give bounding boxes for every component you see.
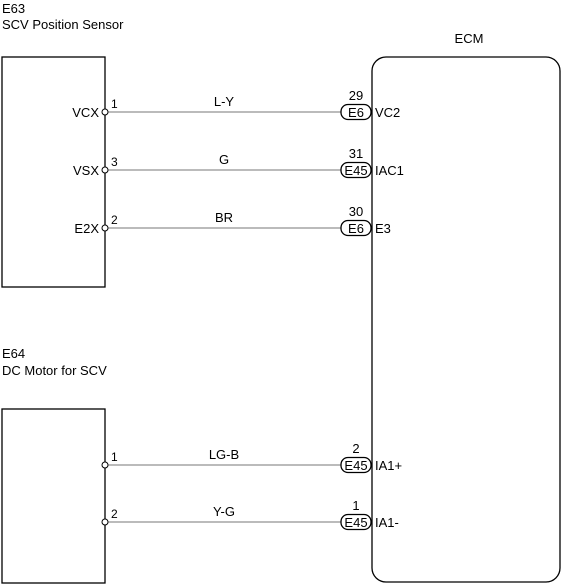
ecm-pin-number: 29	[349, 88, 363, 103]
wire-color-label: Y-G	[213, 504, 235, 519]
connector-code: E45	[344, 163, 367, 178]
ecm-label: ECM	[455, 31, 484, 46]
connector-code: E45	[344, 515, 367, 530]
wire-color-label: LG-B	[209, 447, 239, 462]
ecm-box	[371, 56, 561, 583]
pin-terminal-icon	[101, 461, 109, 469]
pin-terminal-icon	[101, 166, 109, 174]
connector-shape	[340, 161, 372, 179]
ecm-pin-number: 30	[349, 204, 363, 219]
component-pin-name: E2X	[74, 221, 99, 236]
connector-shape	[340, 513, 372, 531]
ecm-terminal-name: E3	[375, 221, 391, 236]
component-pin-number: 1	[111, 450, 118, 464]
pin-terminal-icon	[101, 108, 109, 116]
scv-position-sensor-box	[1, 56, 106, 288]
wire-color-label: L-Y	[214, 94, 235, 109]
component-pin-name: VSX	[73, 163, 99, 178]
wire-color-label: BR	[215, 210, 233, 225]
ecm-pin-number: 2	[352, 441, 359, 456]
ecm-terminal-name: IAC1	[375, 163, 404, 178]
component-pin-number: 2	[111, 213, 118, 227]
dc-motor-box	[1, 408, 106, 584]
wire-color-label: G	[219, 152, 229, 167]
pin-terminal-icon	[101, 518, 109, 526]
connector-code: E6	[348, 221, 364, 236]
connector-code: E45	[344, 458, 367, 473]
component-pin-number: 3	[111, 155, 118, 169]
pin-terminal-icon	[101, 224, 109, 232]
e64-name: DC Motor for SCV	[2, 363, 107, 378]
e63-code: E63	[2, 1, 25, 16]
connector-shape	[340, 219, 372, 237]
ecm-terminal-name: VC2	[375, 105, 400, 120]
ecm-terminal-name: IA1-	[375, 515, 399, 530]
connector-shape	[340, 103, 372, 121]
connector-code: E6	[348, 105, 364, 120]
connector-shape	[340, 456, 372, 474]
component-pin-number: 1	[111, 97, 118, 111]
e64-code: E64	[2, 346, 25, 361]
component-pin-name: VCX	[72, 105, 99, 120]
ecm-terminal-name: IA1+	[375, 458, 402, 473]
ecm-pin-number: 31	[349, 146, 363, 161]
e63-name: SCV Position Sensor	[2, 17, 124, 32]
ecm-pin-number: 1	[352, 498, 359, 513]
component-pin-number: 2	[111, 507, 118, 521]
